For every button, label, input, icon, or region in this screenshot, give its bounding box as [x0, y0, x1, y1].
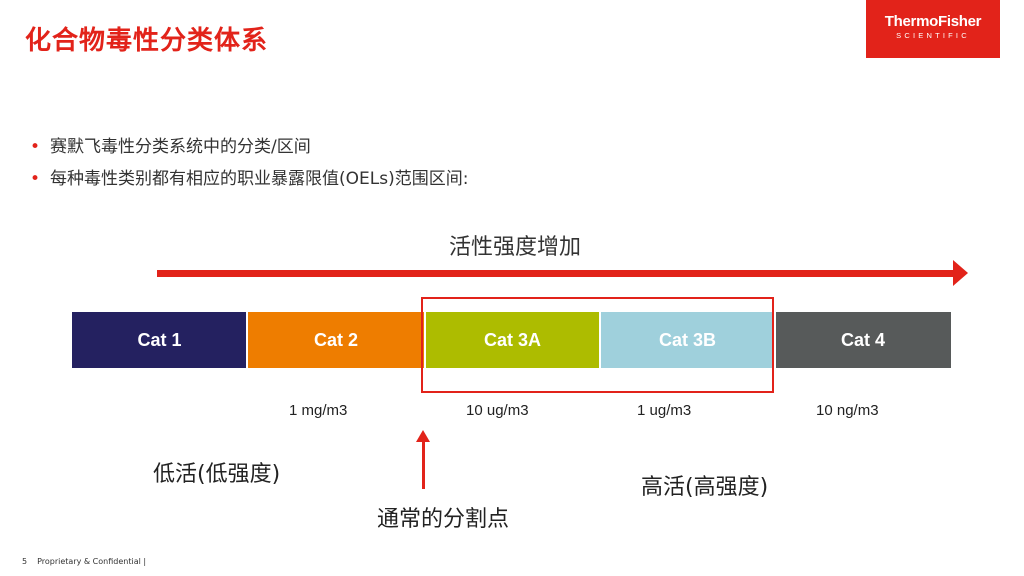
category-divider: [774, 312, 776, 368]
cutoff-arrow-line: [422, 441, 425, 489]
category-cat4: Cat 4: [775, 312, 951, 368]
low-activity-label: 低活(低强度): [153, 462, 281, 487]
category-divider: [246, 312, 248, 368]
bullet-dot-icon: •: [30, 169, 41, 189]
category-cat3a: Cat 3A: [425, 312, 600, 368]
highlight-box: [421, 297, 774, 393]
oel-limit-2: 10 ug/m3: [466, 402, 529, 419]
category-cat1: Cat 1: [72, 312, 247, 368]
bullet-item: • 每种毒性类别都有相应的职业暴露限值(OELs)范围区间:: [30, 164, 468, 196]
bullet-dot-icon: •: [30, 137, 41, 157]
high-activity-label: 高活(高强度): [641, 475, 769, 500]
page-number: 5: [22, 557, 28, 566]
bullet-item: • 赛默飞毒性分类系统中的分类/区间: [30, 132, 468, 164]
activity-increase-label: 活性强度增加: [449, 235, 582, 260]
confidential-text: Proprietary & Confidential |: [37, 557, 147, 566]
oel-limit-3: 1 ug/m3: [637, 402, 692, 419]
increase-arrow-line: [157, 270, 957, 277]
slide-title: 化合物毒性分类体系: [25, 26, 269, 56]
category-cat2: Cat 2: [247, 312, 425, 368]
bullet-text: 赛默飞毒性分类系统中的分类/区间: [50, 137, 311, 157]
oel-limit-1: 1 mg/m3: [289, 402, 348, 419]
bullet-list: • 赛默飞毒性分类系统中的分类/区间 • 每种毒性类别都有相应的职业暴露限值(OEL…: [30, 132, 468, 196]
oel-limit-4: 10 ng/m3: [816, 402, 879, 419]
category-divider: [599, 312, 601, 368]
arrow-right-icon: [953, 260, 968, 286]
logo-subtitle: SCIENTIFIC: [896, 31, 970, 40]
thermofisher-logo: ThermoFisher SCIENTIFIC: [866, 0, 1000, 58]
slide-footer: 5 Proprietary & Confidential |: [22, 557, 146, 566]
logo-wordmark: ThermoFisher: [884, 13, 982, 30]
category-cat3b: Cat 3B: [600, 312, 775, 368]
arrow-up-icon: [416, 430, 430, 442]
bullet-text: 每种毒性类别都有相应的职业暴露限值(OELs)范围区间:: [50, 169, 469, 189]
cutoff-point-label: 通常的分割点: [377, 507, 510, 532]
category-divider: [424, 312, 426, 368]
